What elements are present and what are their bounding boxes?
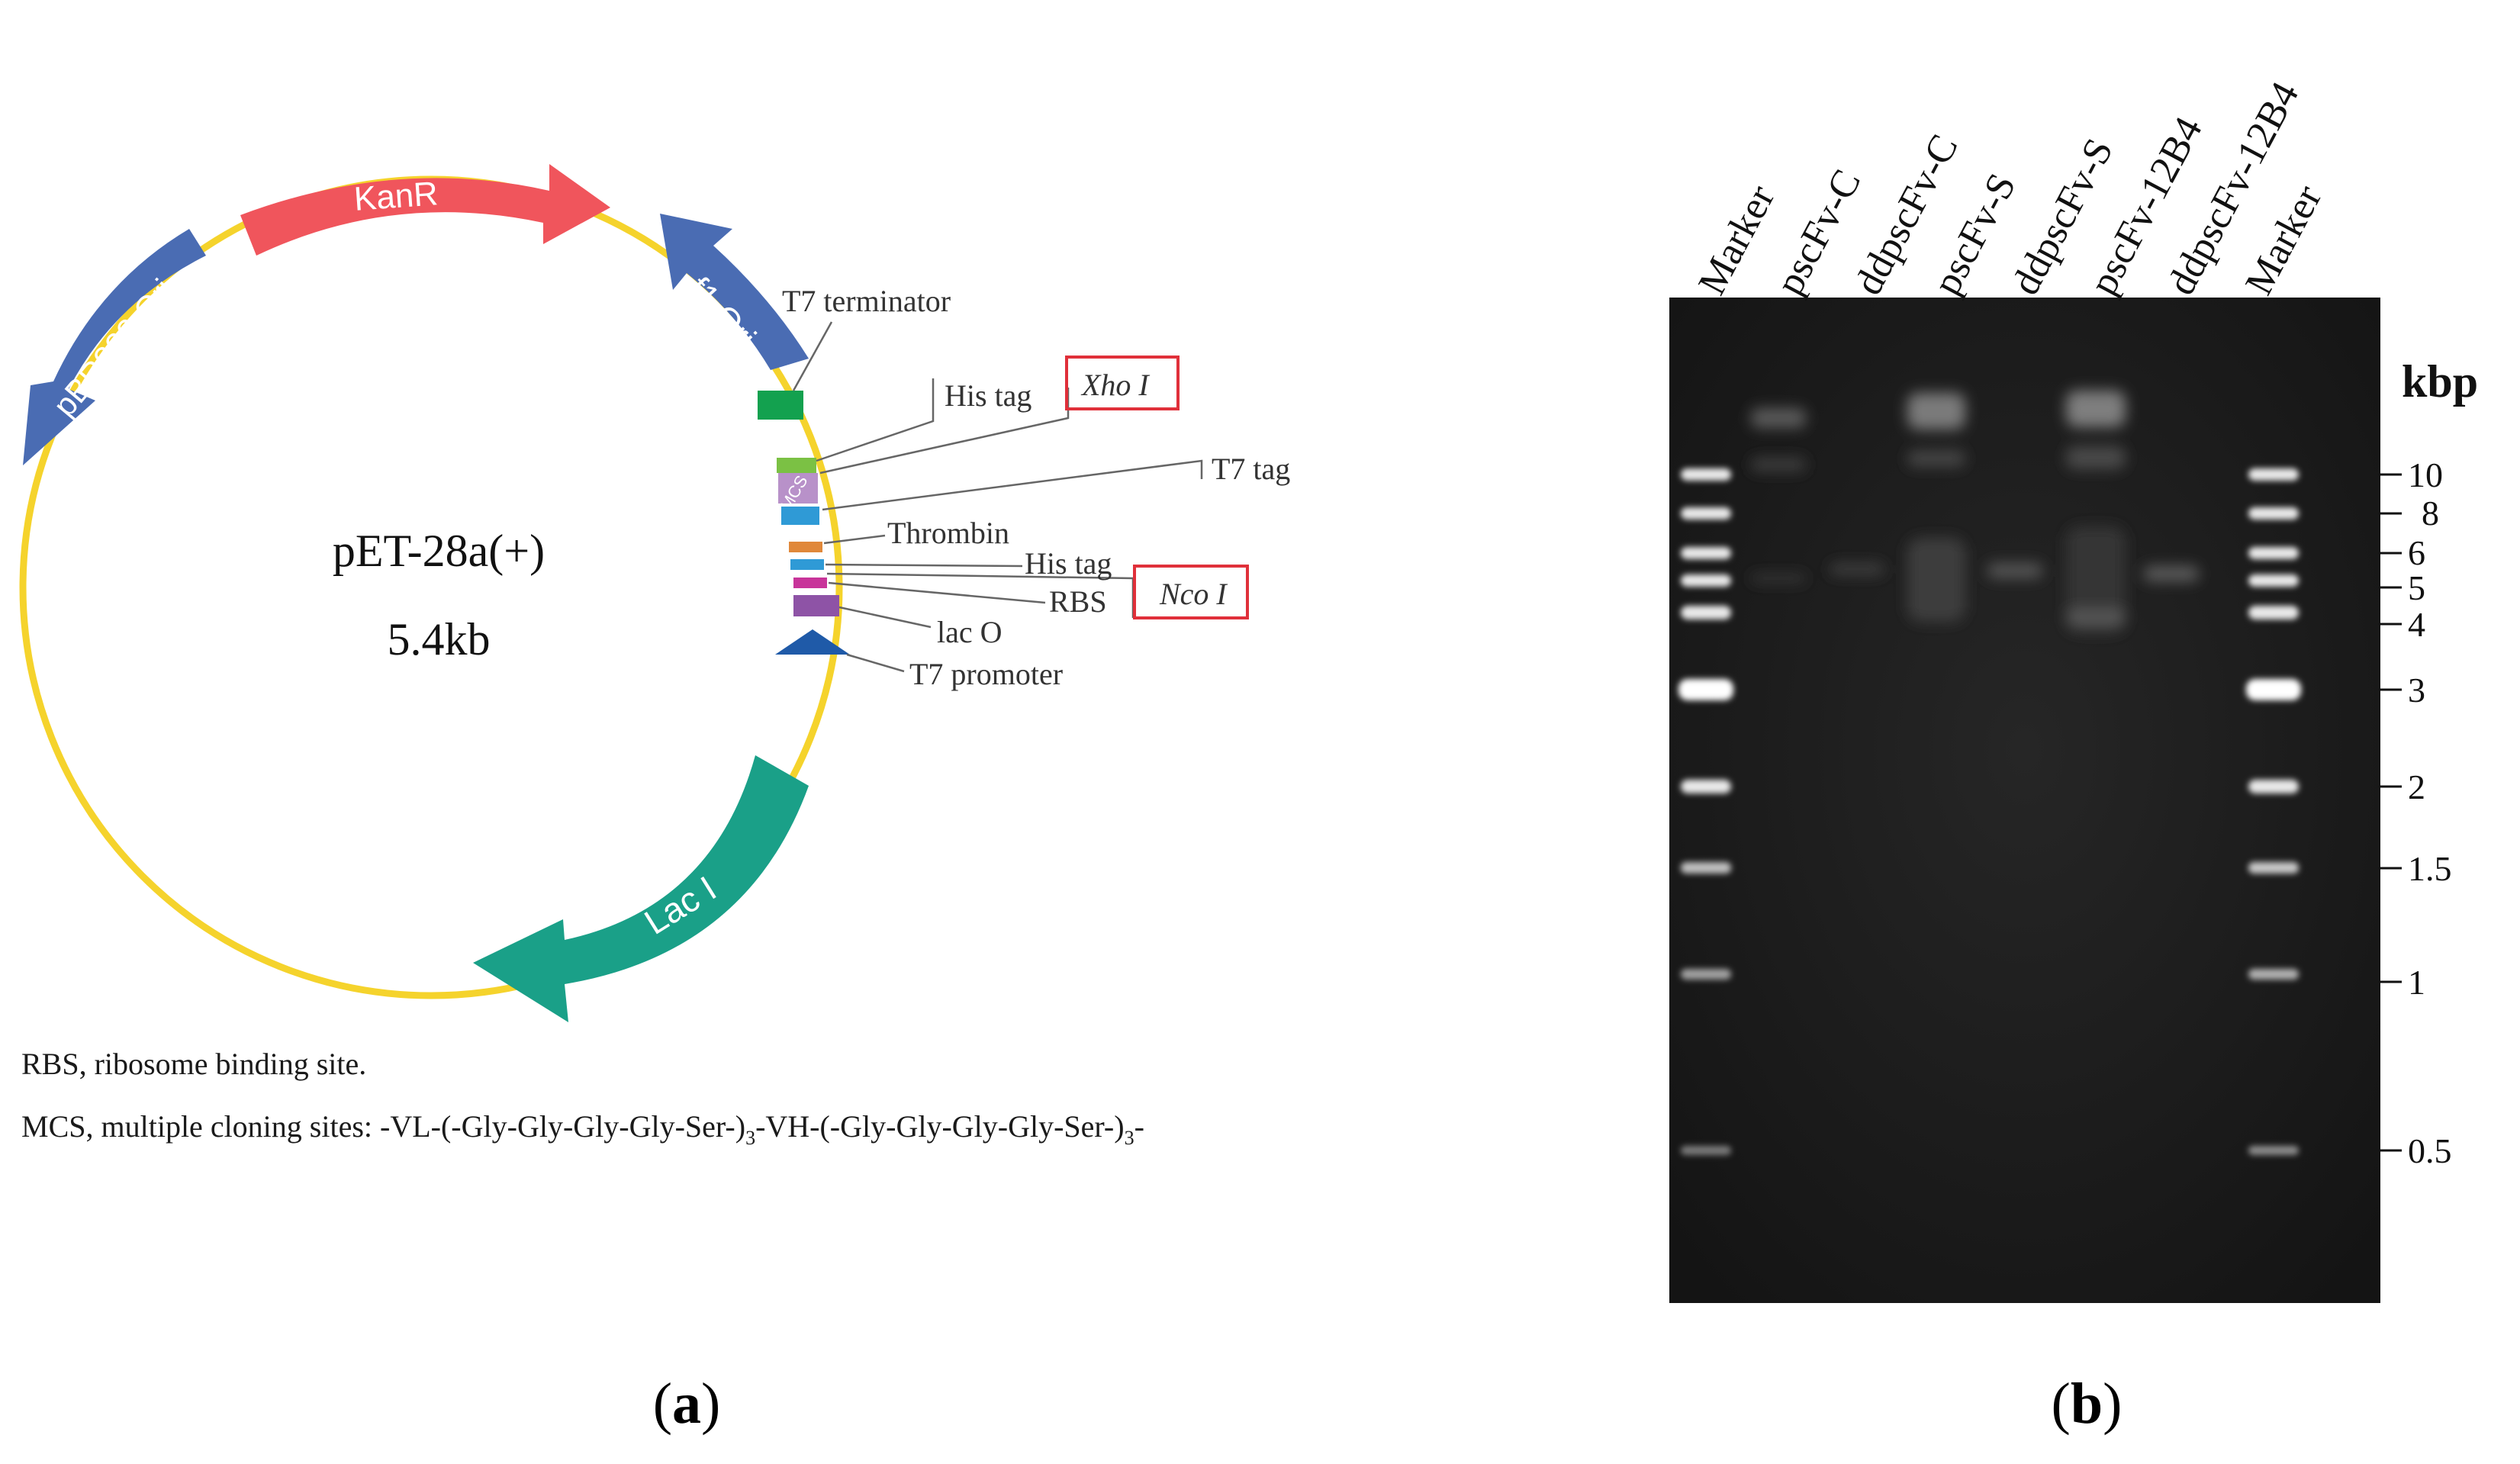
ladder-band bbox=[1681, 969, 1731, 980]
leader-t7-promoter bbox=[846, 653, 905, 673]
leader-his-tag-2 bbox=[825, 563, 1023, 568]
tick-label: 3 bbox=[2408, 671, 2425, 709]
lac-i-arrow bbox=[473, 755, 809, 1022]
pbr322-ori-arrow bbox=[23, 229, 206, 465]
ladder-band bbox=[2248, 606, 2299, 619]
leader-lac-o bbox=[838, 606, 932, 629]
tick-label: 6 bbox=[2408, 533, 2425, 572]
t7-promoter-label: T7 promoter bbox=[909, 657, 1063, 691]
rbs-label: RBS bbox=[1049, 584, 1107, 619]
leader-t7-tag bbox=[822, 459, 1203, 511]
f1-ori-arrow bbox=[660, 214, 809, 370]
tick-label: 2 bbox=[2408, 767, 2425, 806]
leader-his-tag-1 bbox=[816, 378, 935, 462]
t7-promoter-block bbox=[775, 629, 850, 655]
sample-band bbox=[1907, 393, 1965, 430]
xho-i-box bbox=[1065, 356, 1180, 410]
ladder-band bbox=[2248, 468, 2299, 481]
t7-terminator-label: T7 terminator bbox=[782, 284, 951, 318]
his-tag-label-1: His tag bbox=[945, 378, 1031, 413]
rbs-block bbox=[793, 578, 827, 588]
sample-band bbox=[2066, 526, 2126, 633]
tick-label: 1 bbox=[2408, 963, 2425, 1002]
size-axis bbox=[2379, 473, 2402, 1152]
ladder-band bbox=[1681, 1146, 1731, 1155]
tick-label: 8 bbox=[2422, 494, 2439, 533]
ladder-band bbox=[1681, 468, 1731, 481]
his-tag-block-2 bbox=[790, 559, 824, 570]
ladder-band bbox=[1681, 862, 1731, 874]
plasmid-map: KanR pBR322 Ori f1 Ori Lac I MCS bbox=[19, 164, 1290, 1436]
t7-terminator-block bbox=[758, 391, 803, 420]
sample-band bbox=[2066, 446, 2126, 469]
ladder-band bbox=[2248, 862, 2299, 874]
thrombin-label: Thrombin bbox=[887, 516, 1009, 550]
his-tag-block bbox=[777, 458, 816, 473]
sample-band bbox=[1987, 563, 2042, 578]
ladder-band bbox=[2248, 1146, 2299, 1155]
lane-label-1: Marker bbox=[1690, 179, 1783, 302]
caption-mcs: MCS, multiple cloning sites: -VL-(-Gly-G… bbox=[21, 1109, 1144, 1149]
ladder-band bbox=[1678, 679, 1733, 700]
leader-thrombin bbox=[823, 534, 886, 545]
t7-tag-block bbox=[781, 507, 819, 525]
unit-label: kbp bbox=[2402, 356, 2478, 407]
ladder-band bbox=[2248, 780, 2299, 793]
tick-label: 4 bbox=[2408, 605, 2425, 644]
caption-mcs-sub1: 3 bbox=[745, 1127, 755, 1149]
ladder-band bbox=[2248, 507, 2299, 520]
caption-mcs-mid: -VH-(-Gly-Gly-Gly-Gly-Ser-) bbox=[755, 1109, 1125, 1144]
lac-o-label: lac O bbox=[937, 615, 1003, 649]
t7-tag-label: T7 tag bbox=[1212, 452, 1290, 486]
xho-i-label: Xho I bbox=[1080, 368, 1150, 402]
plasmid-size: 5.4kb bbox=[388, 614, 491, 664]
tick-label: 10 bbox=[2408, 455, 2443, 494]
caption-rbs: RBS, ribosome binding site. bbox=[21, 1047, 366, 1081]
ladder-band bbox=[1681, 574, 1731, 587]
sample-lanes bbox=[1751, 391, 2199, 633]
sample-band bbox=[2066, 609, 2126, 626]
sample-band bbox=[2144, 566, 2199, 581]
ladder-band bbox=[2248, 547, 2299, 559]
lac-o-block bbox=[793, 595, 839, 616]
ladder-band bbox=[1681, 780, 1731, 793]
tick-label: 5 bbox=[2408, 568, 2425, 607]
sample-band bbox=[2066, 391, 2126, 427]
lane-headers: Marker pscFv-C ddpscFv-C pscFv-S ddpscFv… bbox=[1690, 75, 2330, 301]
thrombin-block bbox=[789, 542, 822, 552]
his-tag-label-2: His tag bbox=[1025, 546, 1112, 581]
marker-lane-right bbox=[2246, 468, 2301, 1155]
plasmid-name: pET-28a(+) bbox=[333, 526, 545, 576]
nco-i-label: Nco I bbox=[1159, 577, 1228, 611]
sample-band bbox=[1751, 574, 1806, 582]
ladder-band bbox=[2248, 969, 2299, 980]
size-axis-labels: 10 8 6 5 4 3 2 1.5 1 0.5 bbox=[2408, 455, 2452, 1170]
ladder-band bbox=[1681, 547, 1731, 559]
tick-label: 1.5 bbox=[2408, 849, 2452, 888]
leader-t7-terminator bbox=[792, 321, 833, 391]
ladder-band bbox=[2248, 574, 2299, 587]
sample-band bbox=[1830, 563, 1884, 575]
mcs-block bbox=[778, 473, 818, 504]
caption-mcs-suffix: - bbox=[1134, 1109, 1144, 1144]
kanr-label: KanR bbox=[352, 175, 439, 218]
gel-panel: Marker pscFv-C ddpscFv-C pscFv-S ddpscFv… bbox=[1669, 75, 2478, 1436]
sample-band bbox=[1751, 458, 1806, 471]
panel-label-b: (b) bbox=[2052, 1372, 2123, 1436]
sample-band bbox=[1907, 538, 1965, 622]
caption-mcs-prefix: MCS, multiple cloning sites: -VL-(-Gly-G… bbox=[21, 1109, 745, 1144]
leader-rbs bbox=[828, 581, 1046, 604]
sample-band bbox=[1907, 450, 1965, 467]
marker-lane-left bbox=[1678, 468, 1733, 1155]
tick-label: 0.5 bbox=[2408, 1131, 2452, 1170]
ladder-band bbox=[2246, 679, 2301, 700]
ladder-band bbox=[1681, 606, 1731, 619]
kanr-arrow bbox=[240, 164, 610, 256]
sample-band bbox=[1751, 408, 1806, 428]
nco-i-box bbox=[1133, 565, 1249, 619]
caption-mcs-sub2: 3 bbox=[1125, 1127, 1134, 1149]
ladder-band bbox=[1681, 507, 1731, 520]
panel-label-a: (a) bbox=[653, 1372, 721, 1436]
